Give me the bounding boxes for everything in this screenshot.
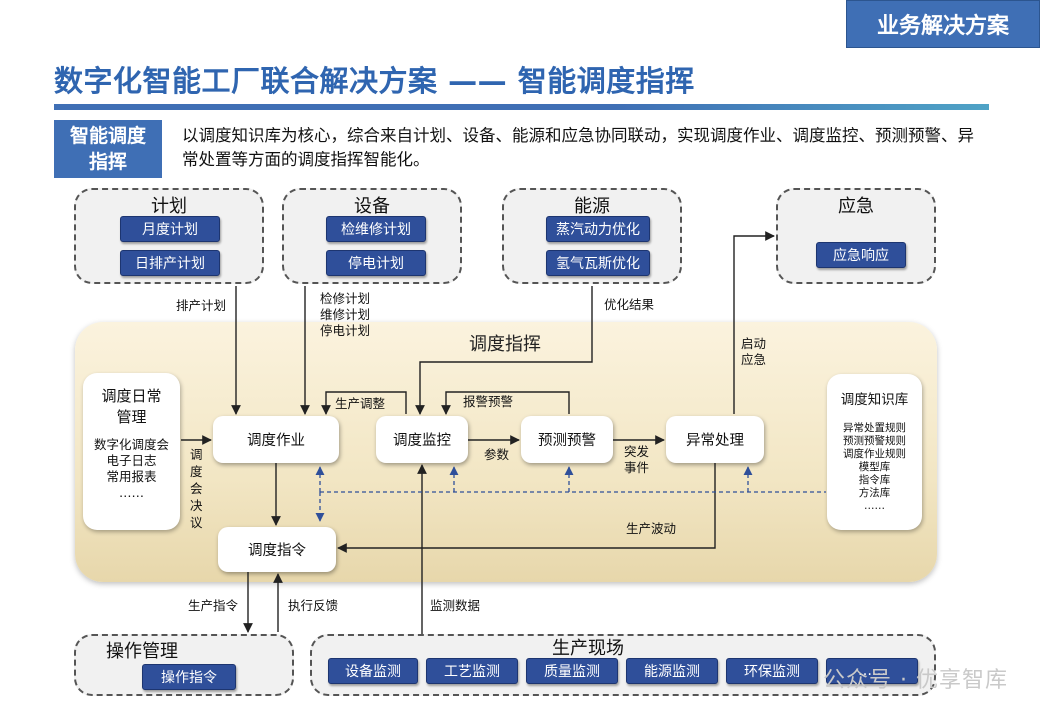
daily-item: 数字化调度会 [93,437,169,452]
arrow-forecast-to-monitor [441,391,570,415]
group-emergency-title: 应急 [838,196,874,217]
pill-operation-command: 操作指令 [142,664,236,690]
node-forecast-alarm: 预测预警 [521,416,613,463]
group-plan: 计划 月度计划 日排产计划 [74,188,264,284]
page-title: 数字化智能工厂联合解决方案 —— 智能调度指挥 [54,64,695,98]
label-start-line1: 启动 [741,336,767,351]
daily-title-line2: 管理 [116,408,147,426]
pill-outage-plan: 停电计划 [326,250,426,276]
pill-more-monitor: …… [826,658,918,684]
label-sudden-line1: 突发 [624,444,650,459]
label-params: 参数 [484,447,510,462]
knowledge-title: 调度知识库 [840,392,909,408]
pill-monthly-plan: 月度计划 [120,216,220,242]
group-production-site: 生产现场 设备监测 工艺监测 质量监测 能源监测 环保监测 …… [310,634,936,696]
group-operation: 操作管理 操作指令 [74,634,294,696]
label-opt-result: 优化结果 [604,297,655,312]
intro-tag-line1: 智能调度 [69,125,146,147]
arrow-exception-to-command [337,463,716,553]
pill-quality-monitor: 质量监测 [526,658,618,684]
daily-item: 常用报表 [106,469,157,484]
group-energy-title: 能源 [574,196,610,217]
label-monitor-data: 监测数据 [430,598,481,613]
title-divider [54,104,989,110]
daily-management-card: 调度日常 管理 数字化调度会 电子日志 常用报表 …… [83,373,180,530]
group-energy: 能源 蒸汽动力优化 氢气瓦斯优化 [502,188,682,284]
group-equipment-title: 设备 [354,196,390,217]
label-prod-adjust: 生产调整 [335,396,386,411]
label-start-emergency: 启动 应急 [741,336,766,368]
group-emergency: 应急 应急响应 [776,188,936,284]
intro-tag-line2: 指挥 [88,151,127,173]
label-schedule-plan: 排产计划 [176,298,227,313]
section-badge: 业务解决方案 [846,0,1040,48]
label-alarm: 报警预警 [463,394,514,409]
knowledge-item: 模型库 [858,461,891,473]
intro-text: 以调度知识库为核心，综合来自计划、设备、能源和应急协同联动，实现调度作业、调度监… [182,126,974,169]
label-sudden-line2: 事件 [624,460,650,475]
knowledge-item: …… [864,500,885,512]
watermark: 公众号 · 优享智库 [823,668,1008,693]
group-field-title: 生产现场 [552,638,624,659]
group-plan-title: 计划 [151,196,187,217]
pill-env-monitor: 环保监测 [726,658,818,684]
dispatch-panel-title: 调度指挥 [469,334,541,355]
daily-title-line1: 调度日常 [101,387,162,405]
node-exception-handling: 异常处理 [666,416,764,463]
node-dispatch-command: 调度指令 [218,527,336,572]
pill-emergency-response: 应急响应 [816,242,906,268]
label-maint: 检修计划 维修计划 停电计划 [320,291,370,339]
knowledge-item: 调度作业规则 [843,448,906,460]
label-sudden-event: 突发 事件 [624,444,649,476]
arrow-exception-to-emergency [733,231,775,414]
knowledge-base-card: 调度知识库 异常处置规则 预测预警规则 调度作业规则 模型库 指令库 方法库 …… [827,374,922,530]
pill-energy-monitor: 能源监测 [626,658,718,684]
pill-process-monitor: 工艺监测 [426,658,518,684]
knowledge-item: 预测预警规则 [843,435,906,447]
intro-tag: 智能调度 指挥 [54,120,162,178]
pill-maint-plan: 检维修计划 [326,216,426,242]
knowledge-item: 异常处置规则 [843,422,906,434]
daily-item: …… [119,485,144,500]
pill-daily-plan: 日排产计划 [120,250,220,276]
arrow-monitor-to-work [321,391,407,415]
knowledge-item: 指令库 [858,474,891,486]
pill-hydrogen-opt: 氢气瓦斯优化 [546,250,650,276]
pill-equipment-monitor: 设备监测 [328,658,418,684]
daily-item: 电子日志 [106,453,157,468]
label-meeting: 调度会决议 [190,447,203,530]
label-maint-line2: 维修计划 [320,307,371,322]
knowledge-item: 方法库 [858,487,891,499]
node-dispatch-monitor: 调度监控 [376,416,468,463]
label-exec-feedback: 执行反馈 [288,598,339,613]
group-equipment: 设备 检维修计划 停电计划 [282,188,462,284]
label-maint-line3: 停电计划 [320,323,371,338]
label-start-line2: 应急 [741,352,767,367]
group-operation-title: 操作管理 [106,641,178,662]
arrow-energy-to-monitor [415,286,593,415]
pill-steam-opt: 蒸汽动力优化 [546,216,650,242]
label-maint-line1: 检修计划 [320,291,371,306]
node-dispatch-work: 调度作业 [213,416,339,463]
label-prod-cmd: 生产指令 [188,598,239,613]
label-prod-fluct: 生产波动 [626,521,677,536]
